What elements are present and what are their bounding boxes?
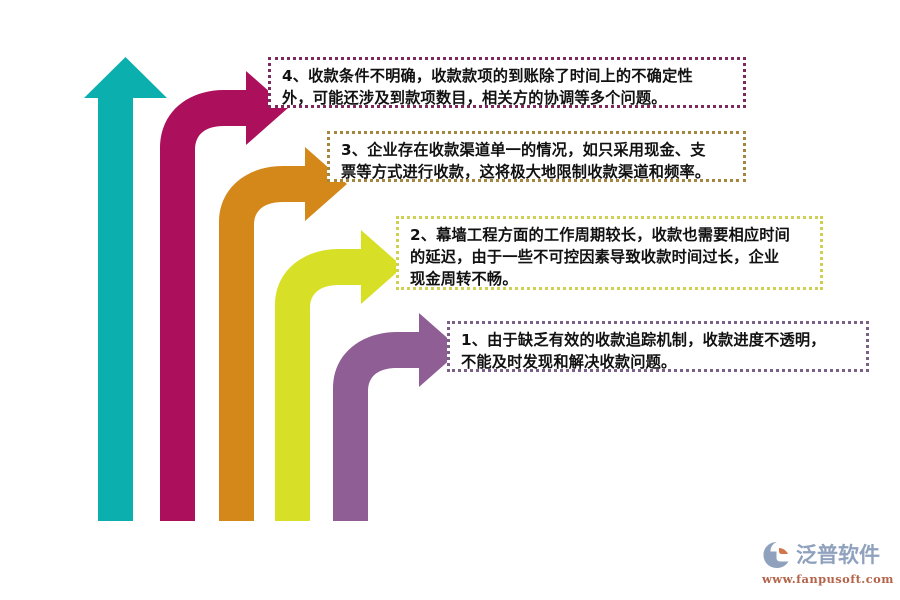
arrow-curve-magenta: [160, 71, 288, 521]
callout-box-1: 1、由于缺乏有效的收款追踪机制，收款进度不透明， 不能及时发现和解决收款问题。: [447, 321, 869, 372]
callout-box-2: 2、幕墙工程方面的工作周期较长，收款也需要相应时间 的延迟，由于一些不可控因素导…: [396, 216, 823, 290]
arrow-curve-orange: [219, 147, 347, 521]
logo-name: 泛普软件: [796, 542, 880, 567]
arrow-curve-yellow: [275, 230, 403, 521]
callout-1-text: 1、由于缺乏有效的收款追踪机制，收款进度不透明， 不能及时发现和解决收款问题。: [461, 331, 826, 372]
callout-2-text: 2、幕墙工程方面的工作周期较长，收款也需要相应时间 的延迟，由于一些不可控因素导…: [410, 226, 791, 289]
callout-3-text: 3、企业存在收款渠道单一的情况，如只采用现金、支 票等方式进行收款，这将极大地限…: [341, 141, 711, 182]
logo-url: www.fanpusoft.com: [762, 572, 894, 586]
fanpusoft-mark-icon: [763, 542, 789, 568]
arrow-up-teal: [84, 57, 167, 521]
logo-row: 泛普软件: [762, 540, 892, 570]
callout-4-text: 4、收款条件不明确，收款款项的到账除了时间上的不确定性 外，可能还涉及到款项数目…: [282, 67, 693, 108]
fanpusoft-logo: 泛普软件 www.fanpusoft.com: [762, 540, 894, 588]
callout-box-3: 3、企业存在收款渠道单一的情况，如只采用现金、支 票等方式进行收款，这将极大地限…: [327, 131, 746, 182]
arrow-curve-purple: [333, 313, 461, 521]
callout-box-4: 4、收款条件不明确，收款款项的到账除了时间上的不确定性 外，可能还涉及到款项数目…: [268, 57, 746, 108]
